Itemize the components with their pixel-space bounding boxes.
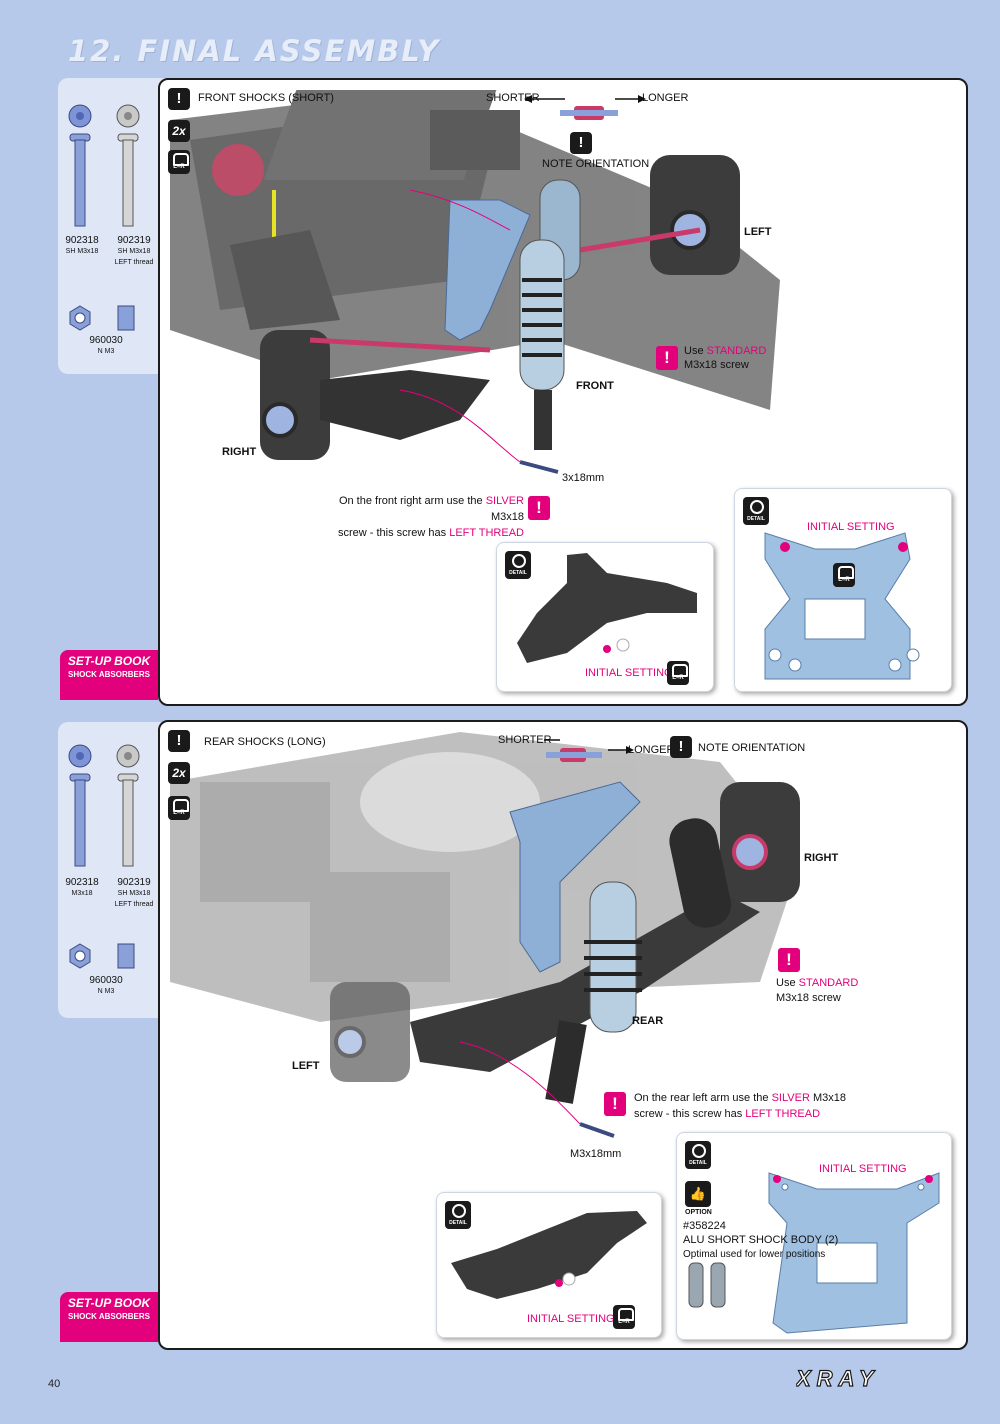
front-side-label: FRONT [576,380,614,392]
note-orientation-label: NOTE ORIENTATION [698,742,806,754]
setup-book-button[interactable]: SET-UP BOOK SHOCK ABSORBERS [60,650,158,700]
warning-icon: ! [778,948,800,972]
note-orientation-label: NOTE ORIENTATION [542,158,650,170]
right-hub-graphic [720,782,800,902]
shorter-label: SHORTER [486,92,540,104]
detail-magnifier-icon: DETAIL [505,551,531,579]
detail-magnifier-icon: DETAIL [685,1141,711,1169]
xray-logo: XRAY [793,1365,966,1394]
page-number: 40 [48,1378,61,1390]
shock-tower-detail-graphic [688,1172,940,1334]
screw-902319-icon [116,104,140,227]
parts-illustrations-front [68,104,140,331]
left-side-label: LEFT [292,1060,320,1072]
detail-arm-initial-setting: DETAIL INITIAL SETTING L=R [436,1192,662,1338]
shorter-label: SHORTER [498,734,552,746]
lower-arm-detail-graphic [451,1211,647,1299]
silver-screw-note: On the rear left arm use the SILVER M3x1… [634,1092,846,1120]
left-equals-right-icon: L=R [667,661,689,685]
front-shocks-panel: ! FRONT SHOCKS (SHORT) 2x L=R SHORTER LO… [158,78,968,706]
detail-tower-initial-setting: DETAIL INITIAL SETTING L=R [734,488,952,692]
detail-magnifier-icon: DETAIL [445,1201,471,1229]
nut-960030-icon [69,305,135,331]
shock-absorber-graphic [545,818,732,1104]
screw-3x18-graphic [519,460,559,474]
initial-setting-label: INITIAL SETTING [819,1163,907,1175]
attention-icon: ! [570,132,592,154]
right-hub-graphic [260,330,330,460]
option-label: OPTION [685,1209,712,1216]
right-side-label: RIGHT [804,852,839,864]
link-graphic [579,227,701,253]
lower-arm-detail-graphic [517,553,697,663]
screw-902318-icon [68,104,92,227]
screw-902318-icon [68,744,92,867]
detail-tower-initial-setting: DETAIL INITIAL SETTING 👍 OPTION #358224 … [676,1132,952,1340]
attention-icon: ! [168,88,190,110]
shock-absorber-graphic [519,179,581,450]
detail-magnifier-icon: DETAIL [743,497,769,525]
section-header: REAR SHOCKS (LONG) [204,736,326,748]
thumbs-up-icon: 👍 [685,1181,711,1207]
alu-shock-body-graphic [688,1262,726,1308]
silver-screw-note: On the front right arm use the SILVER M3… [337,495,524,539]
warning-icon: ! [604,1092,626,1116]
rear-assembly-drawing [170,732,800,1138]
initial-setting-label: INITIAL SETTING [527,1313,615,1325]
setup-book-button[interactable]: SET-UP BOOK SHOCK ABSORBERS [60,1292,158,1342]
left-equals-right-icon: L=R [168,150,190,174]
screw-902319-icon [116,744,140,867]
detail-arm-initial-setting: DETAIL INITIAL SETTING L=R [496,542,714,692]
rear-shocks-panel: ! REAR SHOCKS (LONG) 2x L=R SHORTER LONG… [158,720,968,1350]
warning-icon: ! [656,346,678,370]
quantity-2x-icon: 2x [168,120,190,142]
shock-tower-graphic [444,199,531,341]
option-description: #358224 ALU SHORT SHOCK BODY (2) Optimal… [683,1220,839,1260]
left-hub-graphic [330,982,410,1082]
initial-setting-label: INITIAL SETTING [585,667,673,679]
svg-text:XRAY: XRAY [796,1369,880,1389]
lower-arm-graphic [320,370,490,440]
shock-tower-graphic [509,781,641,973]
attention-icon: ! [168,730,190,752]
section-header: FRONT SHOCKS (SHORT) [198,92,334,104]
link-graphic [309,337,491,353]
standard-screw-note: Use STANDARD M3x18 screw [776,977,859,1004]
longer-label: LONGER [628,744,675,756]
left-equals-right-icon: L=R [833,563,855,587]
xray-logo-graphic: XRAY [793,1365,880,1391]
screw-size-label: M3x18mm [570,1148,622,1160]
screw-m3x18-graphic [579,1122,615,1138]
page-title: 12. FINAL ASSEMBLY [68,34,441,68]
left-equals-right-icon: L=R [613,1305,635,1329]
front-assembly-drawing [170,90,780,474]
left-hub-graphic [650,155,740,275]
shock-adjuster-graphic [560,106,618,120]
rear-side-label: REAR [632,1015,664,1027]
shock-adjuster-graphic [546,748,602,762]
shock-tower-detail-graphic [764,532,920,680]
longer-label: LONGER [642,92,689,104]
quantity-2x-icon: 2x [168,762,190,784]
initial-setting-label: INITIAL SETTING [807,521,895,533]
lower-arm-graphic [410,892,760,1072]
right-side-label: RIGHT [222,446,257,458]
left-side-label: LEFT [744,226,772,238]
standard-screw-note: Use STANDARD M3x18 screw [684,345,767,371]
warning-icon: ! [528,496,550,520]
parts-illustrations-rear [68,744,140,969]
nut-960030-icon [69,943,135,969]
screw-size-label: 3x18mm [562,472,605,484]
left-equals-right-icon: L=R [168,796,190,820]
attention-icon: ! [670,736,692,758]
